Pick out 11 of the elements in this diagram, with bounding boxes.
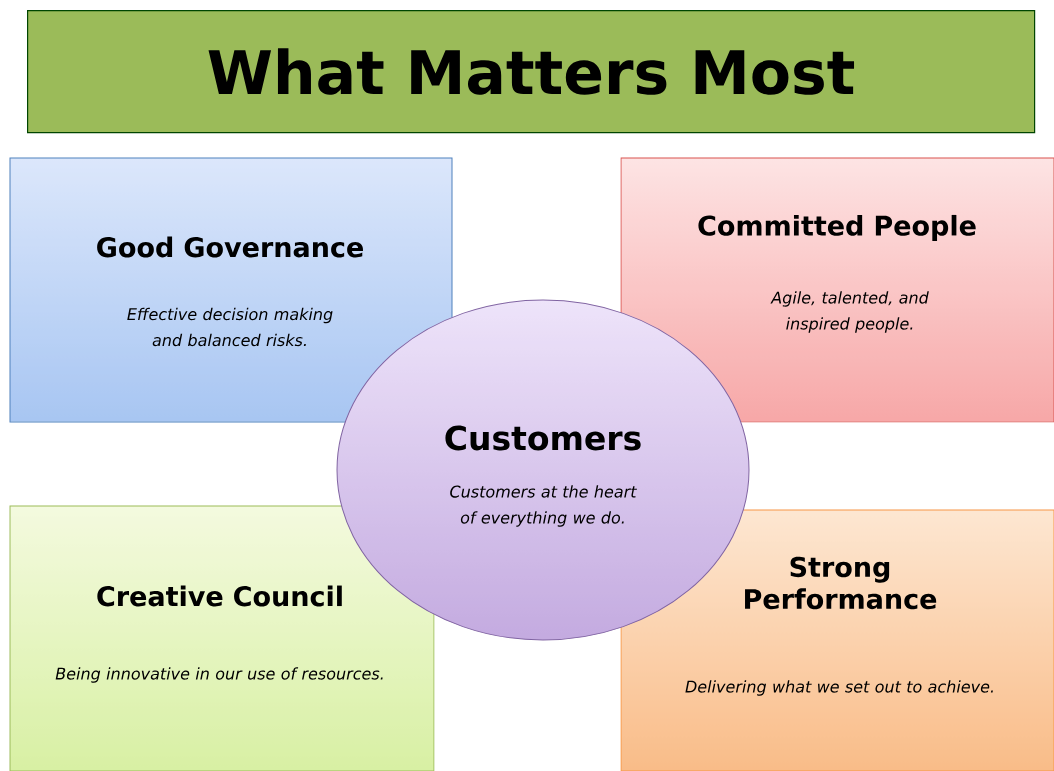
- card-heading: Strong Performance: [745, 556, 937, 610]
- card-heading: Creative Council: [97, 585, 342, 607]
- card-heading: Committed People: [698, 214, 976, 242]
- card-description: Effective decision making and balanced risks.: [127, 307, 333, 347]
- card-description: Customers at the heart of everything we do.: [450, 485, 637, 527]
- card-description: Being innovative in our use of resources.: [55, 667, 383, 683]
- card-heading: Good Governance: [97, 236, 363, 258]
- title-banner: What Matters Most: [27, 10, 1036, 134]
- card-description: Agile, talented, and inspired people.: [770, 291, 929, 333]
- card-description: Delivering what we set out to achieve.: [685, 680, 993, 696]
- card-heading: Customers: [445, 425, 641, 451]
